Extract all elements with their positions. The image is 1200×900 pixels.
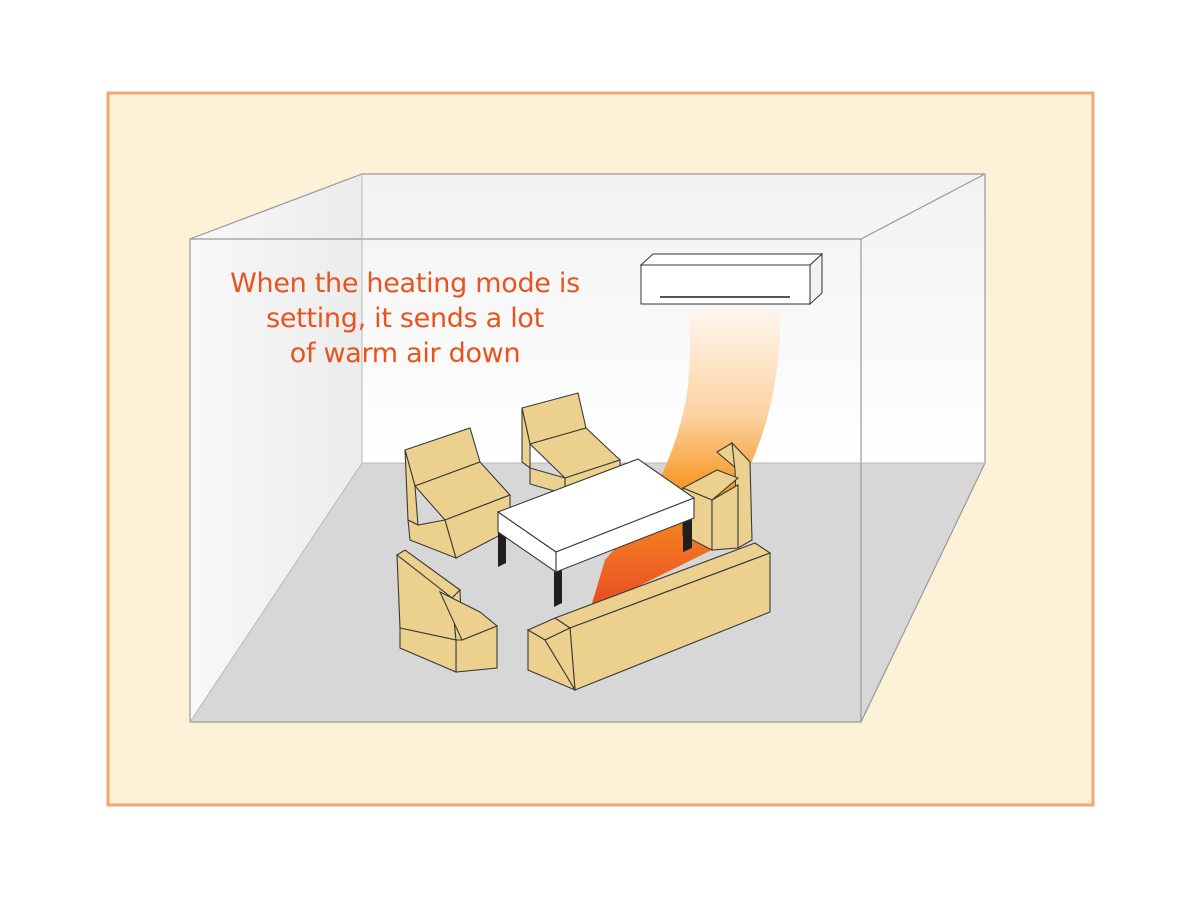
left-wall	[190, 174, 362, 722]
chair-icon	[681, 441, 753, 551]
frame-edges	[189, 173, 986, 240]
caption-line-3: of warm air down	[289, 338, 521, 369]
chair-icon	[404, 427, 511, 559]
chair-icon	[396, 549, 499, 673]
caption-line-2: setting, it sends a lot	[266, 303, 544, 334]
caption-line-1: When the heating mode is	[230, 268, 580, 299]
air-conditioner-icon	[639, 252, 824, 306]
floor	[190, 463, 985, 722]
table-icon	[496, 458, 696, 607]
caption: When the heating mode is setting, it sen…	[190, 266, 620, 371]
back-wall	[362, 174, 985, 463]
room	[189, 173, 986, 723]
sofa-icon	[526, 542, 772, 692]
